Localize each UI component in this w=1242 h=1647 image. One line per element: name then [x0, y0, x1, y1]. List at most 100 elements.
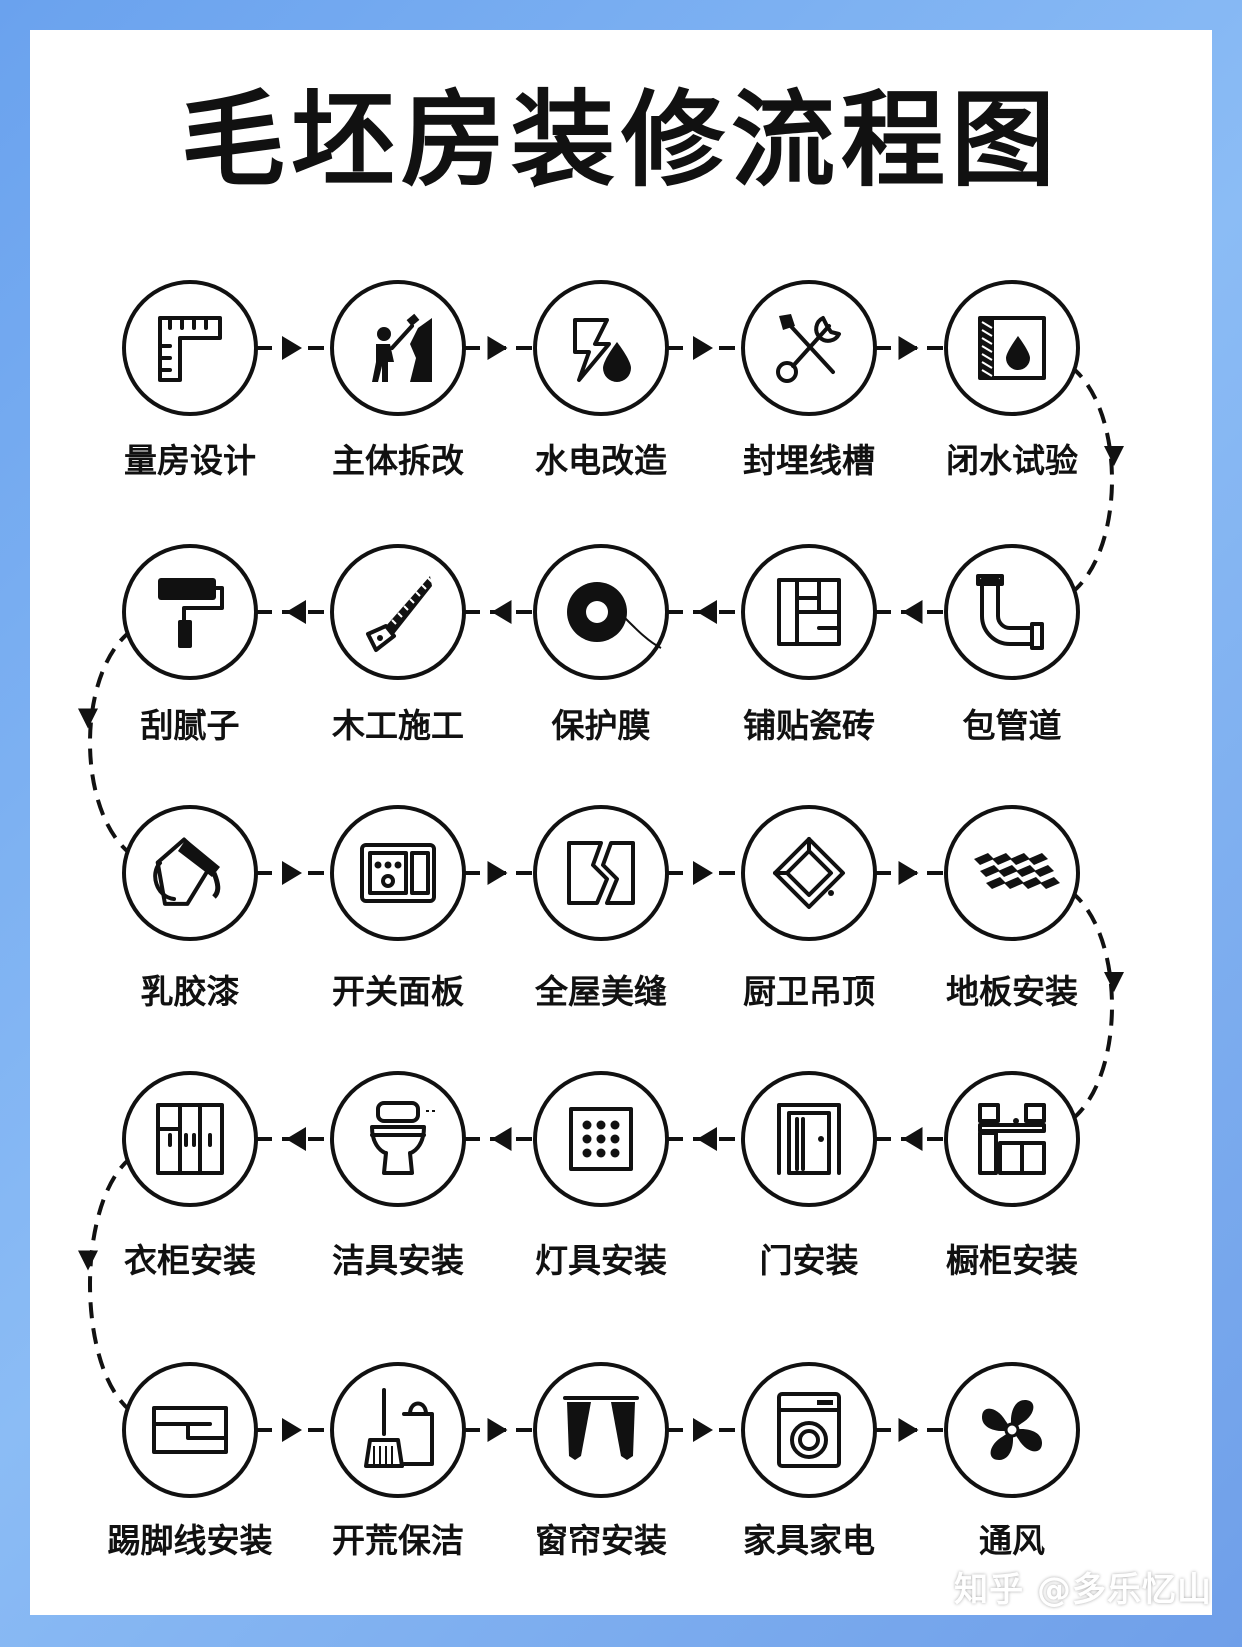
- flow-arrowhead: [282, 336, 302, 360]
- flow-arrowhead: [286, 1127, 306, 1151]
- step-label: 门安装: [759, 1241, 859, 1280]
- curtain-icon: [563, 1396, 639, 1460]
- ruler-icon: [158, 316, 222, 382]
- washing-machine-icon: [777, 1392, 841, 1468]
- step-label: 踢脚线安装: [107, 1521, 273, 1560]
- flow-step-node: [944, 544, 1080, 680]
- step-label: 木工施工: [332, 706, 464, 745]
- flow-step-node: [741, 1362, 877, 1498]
- page-title: 毛坯房装修流程图: [180, 79, 1061, 201]
- step-label: 保护膜: [551, 706, 651, 745]
- flow-arrowhead: [898, 1418, 919, 1442]
- demolition-icon: [372, 313, 432, 382]
- pipe-icon: [976, 574, 1044, 650]
- step-label: 衣柜安装: [124, 1241, 256, 1280]
- flow-step-node: [122, 1362, 258, 1498]
- flow-arrowhead: [487, 861, 508, 885]
- step-label: 水电改造: [535, 441, 667, 480]
- toilet-icon: [370, 1101, 436, 1175]
- flow-arrowhead: [286, 600, 306, 624]
- flow-arrowhead: [487, 1418, 508, 1442]
- flow-turn-connector: [1068, 889, 1114, 1123]
- watermark: 知乎 @多乐忆山: [954, 1570, 1212, 1610]
- step-label: 灯具安装: [535, 1241, 667, 1280]
- step-label: 封埋线槽: [743, 441, 875, 480]
- flow-step-node: [741, 544, 877, 680]
- door-icon: [777, 1103, 841, 1175]
- fan-icon: [982, 1400, 1042, 1460]
- flow-arrowhead: [491, 600, 512, 624]
- paint-bucket-icon: [153, 837, 221, 906]
- flow-step-node: [533, 544, 669, 680]
- flow-arrowhead: [491, 1127, 512, 1151]
- ceiling-icon: [773, 837, 845, 909]
- flow-arrowhead: [693, 1418, 713, 1442]
- flow-arrowhead: [282, 861, 302, 885]
- flow-arrowhead: [902, 1127, 923, 1151]
- flow-step-node: [122, 805, 258, 941]
- flow-arrowhead: [898, 336, 919, 360]
- flow-step-node: [741, 280, 877, 416]
- flow-turn-connector: [1068, 364, 1114, 596]
- skirting-icon: [152, 1406, 228, 1454]
- flow-step-node: [533, 805, 669, 941]
- step-label: 主体拆改: [332, 441, 464, 480]
- step-label: 橱柜安装: [946, 1241, 1078, 1280]
- flow-step-node: [944, 280, 1080, 416]
- step-label: 家具家电: [743, 1521, 875, 1560]
- flow-arrowhead: [282, 1418, 302, 1442]
- tools-icon: [776, 314, 841, 383]
- step-label: 窗帘安装: [535, 1521, 667, 1560]
- wardrobe-icon: [156, 1103, 224, 1175]
- flow-step-node: [741, 805, 877, 941]
- step-label: 开荒保洁: [332, 1521, 464, 1560]
- flow-step-node: [944, 1362, 1080, 1498]
- flow-arrowhead: [1104, 446, 1124, 466]
- flow-step-node: [533, 1071, 669, 1207]
- step-label: 开关面板: [332, 972, 464, 1011]
- flow-step-node: [122, 544, 258, 680]
- flow-turn-connector: [88, 1155, 134, 1414]
- step-label: 全屋美缝: [535, 972, 667, 1011]
- flow-step-node: [944, 1071, 1080, 1207]
- step-label: 厨卫吊顶: [743, 972, 875, 1011]
- flow-step-node: [330, 544, 466, 680]
- flow-arrowhead: [1104, 972, 1124, 992]
- step-label: 铺贴瓷砖: [743, 706, 875, 745]
- flow-arrowhead: [697, 600, 717, 624]
- flow-arrowhead: [697, 1127, 717, 1151]
- waterproof-test-icon: [978, 316, 1046, 380]
- flow-step-node: [330, 805, 466, 941]
- cleaning-icon: [364, 1388, 434, 1468]
- flow-step-node: [330, 1362, 466, 1498]
- flow-arrowhead: [78, 1250, 98, 1271]
- step-label: 地板安装: [946, 972, 1078, 1011]
- flow-arrowhead: [898, 861, 919, 885]
- flow-arrowhead: [693, 861, 713, 885]
- seam-icon: [567, 841, 635, 905]
- flow-arrowhead: [487, 336, 508, 360]
- flow-step-node: [122, 1071, 258, 1207]
- switch-panel-icon: [360, 843, 436, 903]
- step-label: 通风: [979, 1521, 1045, 1560]
- step-label: 乳胶漆: [140, 972, 240, 1011]
- plumbing-electric-icon: [573, 318, 631, 382]
- flow-step-node: [330, 1071, 466, 1207]
- step-label: 量房设计: [124, 441, 256, 480]
- saw-icon: [366, 576, 433, 652]
- flow-arrowhead: [78, 708, 98, 729]
- tape-roll-icon: [567, 582, 662, 649]
- kitchen-cabinet-icon: [978, 1103, 1046, 1175]
- flow-step-node: [122, 280, 258, 416]
- paint-roller-icon: [158, 578, 224, 648]
- step-label: 包管道: [962, 706, 1062, 745]
- light-panel-icon: [569, 1107, 633, 1171]
- step-label: 闭水试验: [946, 441, 1078, 480]
- tile-icon: [777, 578, 841, 646]
- flow-step-node: [741, 1071, 877, 1207]
- flow-step-node: [533, 280, 669, 416]
- flow-arrowhead: [693, 336, 713, 360]
- flow-arrowhead: [902, 600, 923, 624]
- floor-icon: [974, 853, 1060, 889]
